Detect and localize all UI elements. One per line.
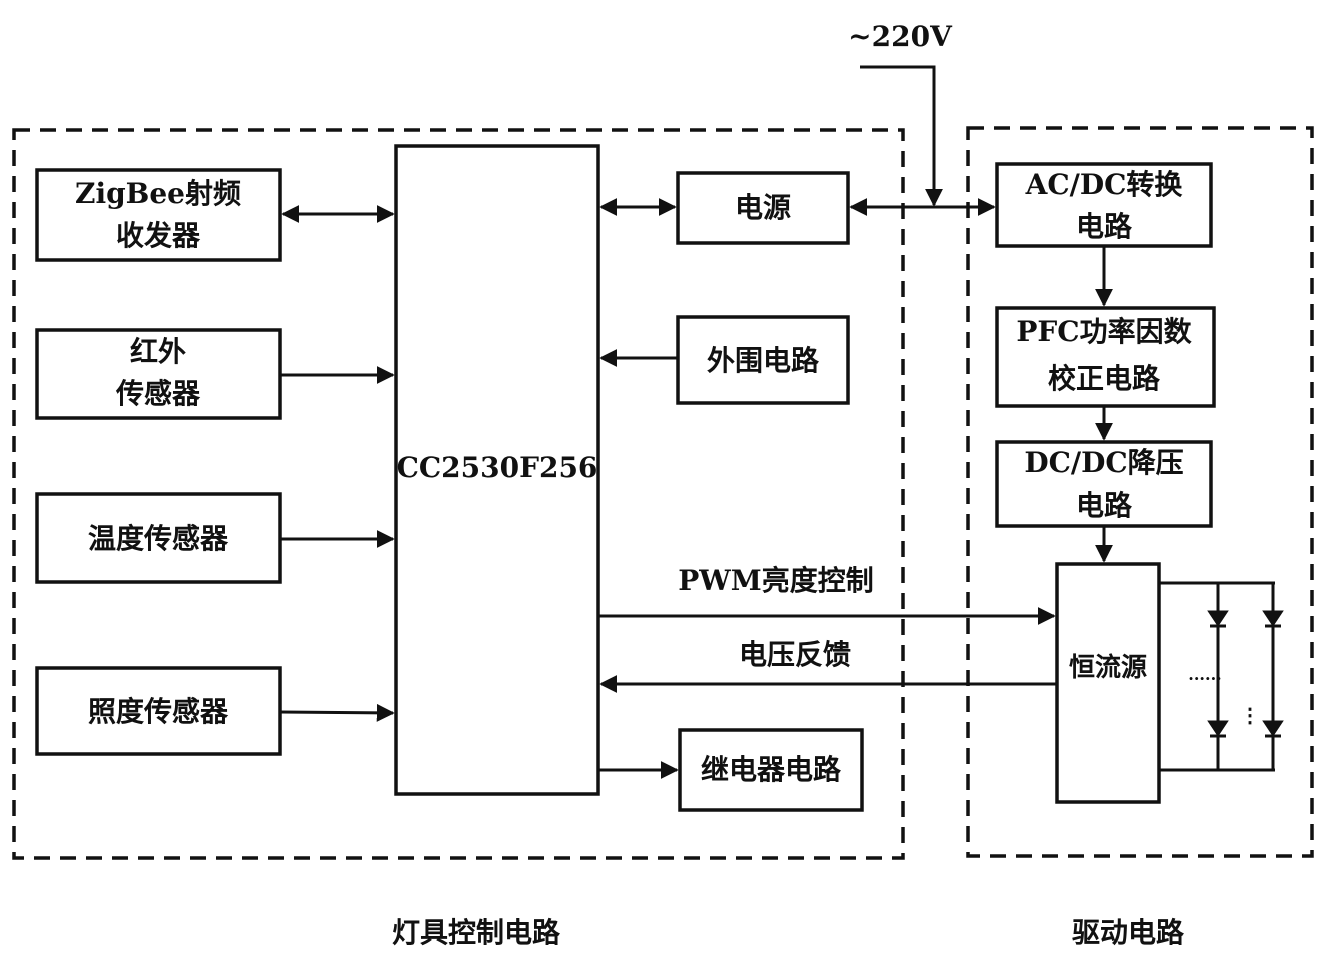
temperature-label: 温度传感器 bbox=[88, 522, 229, 555]
temperature-sensor-block: 温度传感器 bbox=[35, 492, 282, 584]
pfc-correction-block: PFC功率因数 校正电路 bbox=[995, 306, 1216, 408]
zigbee-label-line1: ZigBee射频 bbox=[75, 177, 241, 210]
peripheral-circuit-block: 外围电路 bbox=[676, 315, 850, 405]
driver-group-label: 驱动电路 bbox=[1072, 916, 1185, 949]
pfc-label-line1: PFC功率因数 bbox=[1016, 315, 1192, 348]
relay-circuit-block: 继电器电路 bbox=[678, 728, 864, 812]
mcu-label: CC2530F256 bbox=[397, 451, 598, 484]
lamp-control-group-label: 灯具控制电路 bbox=[392, 916, 561, 949]
relay-label: 继电器电路 bbox=[701, 753, 842, 786]
led-icon bbox=[1207, 720, 1229, 738]
voltage-label: ~220V bbox=[848, 20, 953, 53]
led-icon bbox=[1207, 610, 1229, 628]
led-array: ...... ⋮ bbox=[1159, 581, 1284, 772]
acdc-label-line1: AC/DC转换 bbox=[1025, 168, 1184, 201]
led-icon bbox=[1262, 610, 1284, 628]
led-icon bbox=[1262, 720, 1284, 738]
pfc-label-line2: 校正电路 bbox=[1048, 362, 1161, 395]
infrared-sensor-block: 红外 传感器 bbox=[35, 328, 282, 420]
mains-input-wire bbox=[860, 65, 943, 207]
infrared-label-line2: 传感器 bbox=[115, 377, 201, 410]
current-source-label: 恒流源 bbox=[1069, 653, 1147, 683]
feedback-label: 电压反馈 bbox=[739, 638, 851, 671]
led-dots-vertical: ⋮ bbox=[1240, 703, 1260, 727]
dcdc-label-line2: 电路 bbox=[1076, 489, 1133, 522]
driver-group-boundary bbox=[966, 126, 1314, 858]
dcdc-label-line1: DC/DC降压 bbox=[1024, 446, 1183, 479]
lamp-control-group-boundary bbox=[12, 128, 905, 860]
led-dots-horizontal: ...... bbox=[1188, 665, 1221, 684]
acdc-label-line2: 电路 bbox=[1076, 210, 1133, 243]
power-label: 电源 bbox=[735, 191, 791, 224]
illuminance-mcu-arrow bbox=[279, 703, 395, 722]
zigbee-label-line2: 收发器 bbox=[116, 219, 201, 252]
constant-current-source-block: 恒流源 bbox=[1055, 562, 1161, 804]
illuminance-label: 照度传感器 bbox=[88, 695, 229, 728]
dcdc-buck-block: DC/DC降压 电路 bbox=[995, 440, 1213, 528]
pwm-label: PWM亮度控制 bbox=[678, 564, 874, 597]
acdc-converter-block: AC/DC转换 电路 bbox=[995, 162, 1213, 248]
zigbee-transceiver-block: ZigBee射频 收发器 bbox=[35, 168, 282, 262]
peripheral-label: 外围电路 bbox=[707, 344, 820, 377]
power-block: 电源 bbox=[676, 171, 850, 245]
mcu-block: CC2530F256 bbox=[394, 144, 600, 796]
infrared-label-line1: 红外 bbox=[130, 335, 186, 368]
illuminance-sensor-block: 照度传感器 bbox=[35, 666, 282, 756]
